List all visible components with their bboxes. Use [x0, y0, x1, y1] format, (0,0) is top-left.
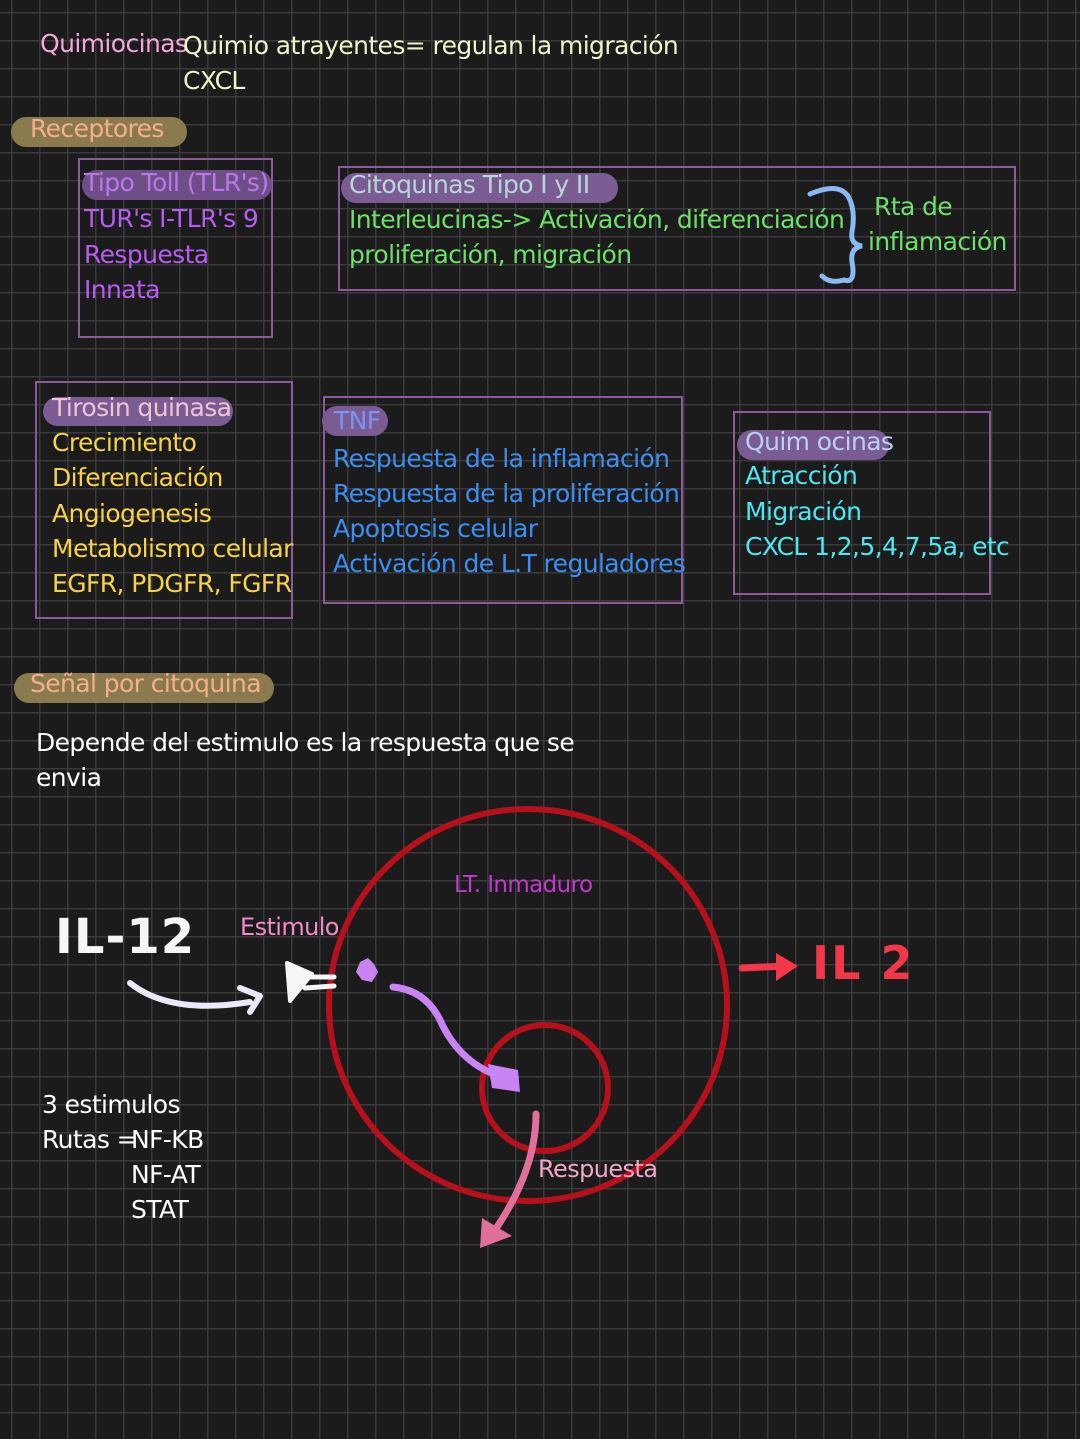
tirosin-title: Tirosin quinasa: [52, 393, 232, 422]
example-cxcl: CXCL: [183, 66, 245, 95]
section-title-senal: Señal por citoquina: [30, 669, 262, 698]
tnf-title-pill: [322, 406, 388, 436]
route-nf-kb: NF-KB: [131, 1125, 204, 1154]
citoquinas-title: Citoquinas Tipo I y II: [349, 170, 590, 199]
citoquinas-box: [338, 166, 1016, 291]
brace-note-line-1: Rta de: [874, 192, 953, 221]
quimiocinas-line-1: Atracción: [745, 461, 858, 490]
stimulus-label: Estimulo: [240, 913, 339, 941]
nucleus-circle: [479, 1022, 611, 1154]
route-stat: STAT: [131, 1195, 189, 1224]
tnf-line-1: Respuesta de la inflamación: [333, 444, 670, 473]
toll-receptor-box: [78, 158, 273, 338]
response-arrow-icon: [491, 1110, 540, 1234]
signal-molecule-icon: [356, 958, 378, 982]
output-label-il2: IL 2: [812, 936, 915, 990]
tnf-line-2: Respuesta de la proliferación: [333, 479, 680, 508]
toll-line-1: TUR's I-TLR's 9: [84, 204, 259, 233]
section-pill-receptores: [11, 117, 187, 147]
section-title-receptores: Receptores: [30, 114, 164, 143]
citoquinas-line-1: Interleucinas-> Activación, diferenciaci…: [349, 205, 845, 234]
route-nf-at: NF-AT: [131, 1160, 201, 1189]
response-label: Respuesta: [538, 1155, 658, 1183]
cell-label: LT. Inmaduro: [454, 872, 593, 898]
input-label-il12: IL-12: [55, 909, 196, 965]
citoquinas-line-2: proliferación, migración: [349, 240, 632, 269]
quimiocinas-title-pill: [737, 430, 889, 460]
tirosin-line-4: Metabolismo celular: [52, 534, 293, 563]
tirosin-quinasa-box: [35, 381, 293, 619]
quimiocinas-line-2: Migración: [745, 497, 862, 526]
citoquinas-title-pill: [341, 173, 618, 203]
definition-text: Quimio atrayentes= regulan la migración: [183, 31, 679, 60]
tnf-line-3: Apoptosis celular: [333, 514, 538, 543]
quimiocinas-title: Quim ocinas: [745, 427, 894, 456]
tirosin-title-pill: [43, 397, 233, 426]
quimiocinas-box: [733, 411, 991, 595]
tirosin-line-2: Diferenciación: [52, 463, 223, 492]
cell-membrane-circle: [326, 806, 730, 1204]
input-arrow-icon: [127, 980, 253, 1009]
quimiocinas-line-3: CXCL 1,2,5,4,7,5a, etc: [745, 532, 1010, 561]
senal-description-line-1: Depende del estimulo es la respuesta que…: [36, 728, 575, 757]
section-pill-senal: [14, 673, 274, 703]
signal-arrow-icon: [389, 983, 509, 1082]
toll-line-3: Innata: [84, 275, 161, 304]
tnf-line-4: Activación de L.T reguladores: [333, 549, 686, 578]
tirosin-line-3: Angiogenesis: [52, 499, 212, 528]
tirosin-line-1: Crecimiento: [52, 428, 197, 457]
toll-title-pill: [82, 170, 272, 200]
toll-title: Tipo Toll (TLR's): [84, 168, 269, 197]
brace-note-line-2: inflamación: [868, 227, 1007, 256]
output-arrow-icon: [738, 962, 789, 972]
stimulus-count: 3 estimulos: [42, 1090, 180, 1119]
receptor-icon: [285, 961, 314, 1003]
tnf-box: [323, 396, 683, 604]
toll-line-2: Respuesta: [84, 240, 209, 269]
tnf-title: TNF: [334, 406, 381, 435]
senal-description-line-2: envia: [36, 763, 102, 792]
term-quimiocinas: Quimiocinas: [40, 29, 188, 58]
routes-prefix: Rutas =: [42, 1125, 138, 1154]
tirosin-line-5: EGFR, PDGFR, FGFR: [52, 569, 292, 598]
